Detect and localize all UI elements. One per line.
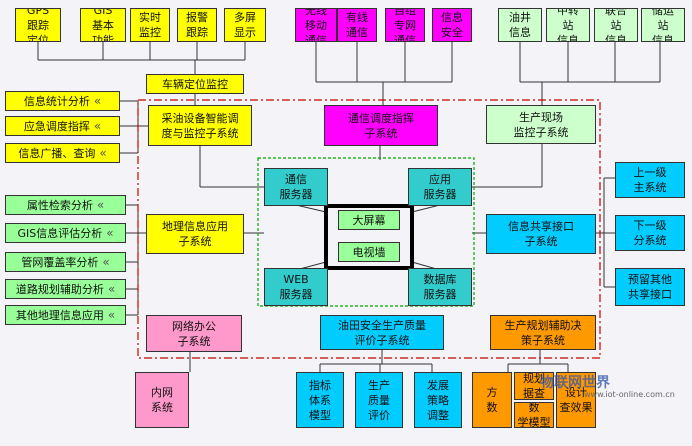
- screen-frame: [324, 204, 414, 270]
- attribute-search-box: 属性检索分析: [5, 195, 126, 215]
- gis-evaluation-box: GIS信息评估分析: [5, 223, 126, 243]
- storage-station-box: 储运 站 信息: [641, 8, 685, 42]
- vehicle-monitor-box: 车辆定位监控: [146, 74, 244, 94]
- tv-wall-box: 电视墙: [338, 242, 400, 262]
- strategy-adjust-box: 发展 策略 调整: [414, 372, 462, 428]
- math-model-box: 数 学模型: [514, 402, 554, 428]
- web-server: WEB 服务器: [264, 268, 328, 306]
- broadcast-query-box: 信息广播、查询: [5, 143, 120, 163]
- info-share-subsystem: 信息共享接口 子系统: [486, 214, 596, 254]
- outer-boundary: [137, 99, 601, 359]
- safety-evaluation-subsystem: 油田安全生产质量 评价子系统: [320, 315, 444, 350]
- office-subsystem: 网络办公 子系统: [146, 315, 242, 352]
- road-planning-box: 道路规划辅助分析: [5, 279, 126, 299]
- gps-tracking-box: GPS 跟踪 定位: [15, 8, 61, 42]
- reserved-interface-box: 预留其他 共享接口: [615, 268, 685, 306]
- database-server: 数据库 服务器: [408, 268, 472, 306]
- method-box: 方 数: [472, 372, 512, 428]
- wired-comm-box: 有线 通信: [337, 8, 377, 42]
- watermark-logo: 物联网世界: [540, 375, 610, 391]
- dispatch-subsystem: 通信调度指挥 子系统: [324, 105, 438, 146]
- adhoc-network-box: 自组 专网 通信: [385, 8, 425, 42]
- joint-station-box: 联合 站 信息: [594, 8, 638, 42]
- indicator-model-box: 指标 体系 模型: [296, 372, 344, 428]
- info-security-box: 信息 安全: [432, 8, 472, 42]
- upper-system-box: 上一级 主系统: [615, 162, 685, 198]
- wireless-comm-box: 无线 移动 通信: [295, 8, 337, 42]
- comm-server: 通信 服务器: [264, 168, 328, 206]
- gis-basic-box: GIS 基本 功能: [80, 8, 126, 42]
- emergency-command-box: 应急调度指挥: [5, 116, 120, 136]
- quality-eval-box: 生产 质量 评价: [355, 372, 403, 428]
- inner-boundary: [257, 157, 475, 307]
- watermark-url: www.iot-online.com.cn: [584, 390, 675, 399]
- oil-well-info-box: 油井 信息: [498, 8, 542, 42]
- multi-screen-box: 多屏 显示: [224, 8, 266, 42]
- realtime-monitor-box: 实时 监控: [130, 8, 170, 42]
- plan-data-box: 规划 据查: [514, 372, 554, 400]
- pipe-coverage-box: 管网覆盖率分析: [5, 252, 126, 272]
- intranet-box: 内网 系统: [135, 372, 189, 428]
- planning-decision-subsystem: 生产规划辅助决 策子系统: [490, 315, 596, 350]
- app-server: 应用 服务器: [408, 168, 472, 206]
- stats-analysis-box: 信息统计分析: [5, 91, 120, 111]
- production-monitor-subsystem: 生产现场 监控子系统: [486, 105, 596, 144]
- oil-equipment-subsystem: 采油设备智能调 度与监控子系统: [148, 105, 252, 146]
- other-geo-box: 其他地理信息应用: [5, 305, 126, 325]
- big-screen-box: 大屏幕: [338, 210, 400, 230]
- lower-system-box: 下一级 分系统: [615, 215, 685, 251]
- transfer-station-box: 中转 站 信息: [546, 8, 590, 42]
- design-effect-box: 设计 查效果: [556, 372, 596, 428]
- alarm-tracking-box: 报警 跟踪: [177, 8, 217, 42]
- geo-info-subsystem: 地理信息应用 子系统: [146, 214, 244, 254]
